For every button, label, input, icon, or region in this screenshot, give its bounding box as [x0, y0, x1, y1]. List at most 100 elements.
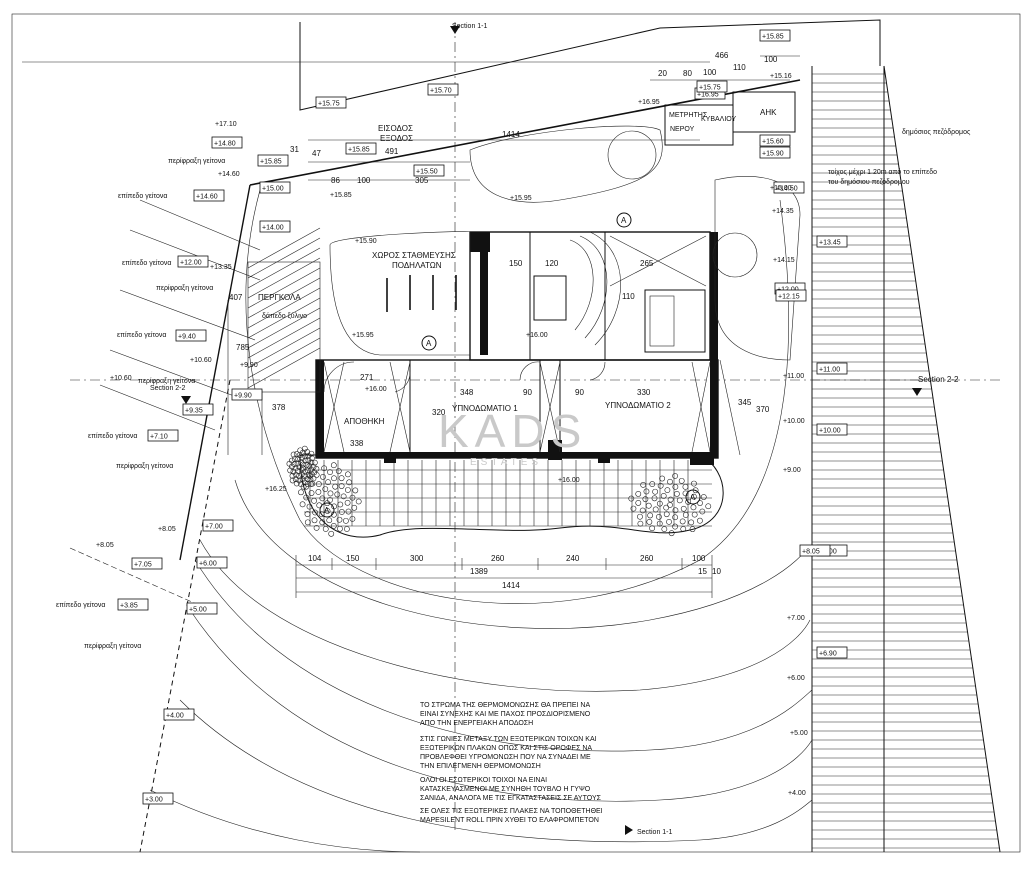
level-value: +6.00 — [199, 561, 217, 568]
wall-storage-left — [316, 360, 324, 458]
level-box: +5.00 — [186, 602, 218, 615]
dim-378: 378 — [272, 403, 286, 412]
dim-271: 271 — [360, 373, 374, 382]
dim-20: 20 — [658, 69, 667, 78]
level-box: +14.00 — [259, 220, 291, 233]
level-text: +9.00 — [783, 467, 801, 474]
dim-370: 370 — [756, 405, 770, 414]
level-box: +6.00 — [196, 556, 228, 569]
level-text: +15.16 — [770, 73, 792, 80]
dim-300: 300 — [410, 554, 424, 563]
dim-320: 320 — [432, 408, 446, 417]
dim-1414-top: 1414 — [502, 130, 520, 139]
level-box: +10.00 — [816, 423, 848, 436]
level-value: +9.90 — [234, 393, 252, 400]
wall-right — [710, 232, 718, 458]
garden-top — [469, 125, 801, 361]
dim-407: 407 — [229, 293, 243, 302]
level-value: +14.80 — [214, 141, 236, 148]
level-value: +14.00 — [262, 225, 284, 232]
neighbor-lines — [69, 199, 261, 611]
level-value: +15.85 — [762, 34, 784, 41]
dim-260-b: 260 — [640, 554, 654, 563]
dim-100-mid: 100 — [357, 176, 371, 185]
level-value: +15.85 — [348, 147, 370, 154]
level-value: +16.95 — [697, 92, 719, 99]
room-labels: ΕΙΣΟΔΟΣ ΕΞΟΔΟΣ ΧΩΡΟΣ ΣΤΑΘΜΕΥΣΗΣ ΠΟΔΗΛΑΤΩ… — [258, 108, 777, 426]
watermark: KADS ESTATES — [438, 405, 587, 468]
level-value: +15.60 — [762, 139, 784, 146]
level-box: +15.90 — [759, 146, 791, 159]
marker-a-4: A — [324, 506, 330, 515]
dim-100-top: 100 — [703, 68, 717, 77]
pergola — [247, 227, 321, 393]
level-text: +16.25 — [265, 486, 287, 493]
dim-47: 47 — [312, 149, 321, 158]
door-swings — [323, 361, 606, 393]
level-box: +7.10 — [147, 429, 179, 442]
level-value: +7.00 — [205, 524, 223, 531]
dim-345: 345 — [738, 398, 752, 407]
level-text: +16.00 — [526, 332, 548, 339]
level-box: +15.85 — [759, 29, 791, 42]
column-1 — [384, 455, 396, 463]
wall-bottom — [316, 452, 718, 458]
level-text: +15.00 — [770, 185, 792, 192]
section-1-1-bottom-label: Section 1-1 — [637, 829, 673, 836]
level-text: +11.00 — [783, 373, 804, 380]
level-value: +12.15 — [778, 294, 800, 301]
dim-330: 330 — [637, 388, 651, 397]
neighbor-level-5: επίπεδο γείτονα — [56, 601, 105, 609]
level-box: +3.85 — [117, 598, 149, 611]
wall-note-line-2: του δημόσιου πεζόδρομου — [828, 178, 910, 186]
wall-cross-hatches — [323, 235, 711, 453]
level-value: +10.00 — [819, 428, 841, 435]
neighbor-fence-3: περίφραξη γείτονα — [138, 377, 195, 385]
note-line-12: MAPESILENT ROLL ΠΡΙΝ ΧΥΘΕΙ ΤΟ ΕΛΑΦΡΟΜΠΕΤ… — [420, 817, 599, 824]
level-value: +13.45 — [819, 240, 841, 247]
level-text: +17.10 — [215, 121, 237, 128]
note-line-5: ΕΞΩΤΕΡΙΚΩΝ ΠΛΑΚΩΝ ΟΠΩΣ ΚΑΙ ΣΤΙΣ ΟΡΟΦΕΣ Ν… — [420, 745, 592, 752]
entrance-label-1: ΕΙΣΟΔΟΣ — [378, 124, 413, 133]
dim-260-a: 260 — [491, 554, 505, 563]
level-box: +4.00 — [163, 708, 195, 721]
note-line-10: ΣΑΝΙΔΑ, ΑΝΑΛΟΓΑ ΜΕ ΤΙΣ ΕΓΚΑΤΑΣΤΑΣΕΙΣ ΣΕ … — [420, 795, 602, 802]
level-value: +15.70 — [430, 88, 452, 95]
level-text: +8.05 — [158, 526, 176, 533]
level-value: +3.00 — [145, 797, 163, 804]
note-line-9: ΚΑΤΑΣΚΕΥΑΣΜΕΝΟΙ ΜΕ ΣΥΝΗΘΗ ΤΟΥΒΛΟ Η ΓΥΨΟ — [420, 786, 591, 793]
level-box: +7.00 — [202, 519, 234, 532]
meter-label-1: ΜΕΤΡΗΤΗΣ — [669, 112, 708, 119]
level-text: +16.00 — [558, 477, 580, 484]
neighbor-level-4: επίπεδο γείτονα — [88, 432, 137, 440]
storage-label: ΑΠΟΘΗΚΗ — [344, 417, 385, 426]
level-box: +6.90 — [816, 646, 848, 659]
gravel-beds — [286, 445, 712, 537]
entrance-label-2: ΕΞΟΔΟΣ — [380, 134, 413, 143]
dim-466: 466 — [715, 51, 729, 60]
stairs — [569, 231, 621, 346]
level-box: +13.45 — [816, 235, 848, 248]
meter-label-2: ΚΥΒΑΛΙΟΥ — [701, 116, 737, 123]
neighbor-level-2: επίπεδο γείτονα — [122, 259, 171, 267]
level-text: +4.00 — [788, 790, 806, 797]
level-box: +15.60 — [759, 134, 791, 147]
dim-120: 120 — [545, 259, 559, 268]
neighbor-level-3: επίπεδο γείτονα — [117, 331, 166, 339]
dim-150: 150 — [346, 554, 360, 563]
public-sidewalk-strip — [811, 65, 1001, 853]
dim-338: 338 — [350, 439, 364, 448]
note-line-3: ΑΠΟ ΤΗΝ ΕΝΕΡΓΕΙΑΚΗ ΑΠΟΔΟΣΗ — [420, 720, 533, 727]
level-box: +15.50 — [413, 164, 445, 177]
marker-a-1: A — [426, 339, 432, 348]
watermark-brand: KADS — [438, 405, 587, 457]
section-labels: Section 1-1 Section 1-1 Section 2-2 Sect… — [150, 23, 959, 836]
level-box: +14.60 — [193, 189, 225, 202]
section-2-2-right-label: Section 2-2 — [918, 375, 959, 384]
level-text: +16.95 — [638, 99, 660, 106]
dim-785: 785 — [236, 343, 250, 352]
marker-letters: A A A A — [324, 216, 696, 515]
level-text: +5.00 — [790, 730, 808, 737]
level-text: +6.00 — [787, 675, 805, 682]
